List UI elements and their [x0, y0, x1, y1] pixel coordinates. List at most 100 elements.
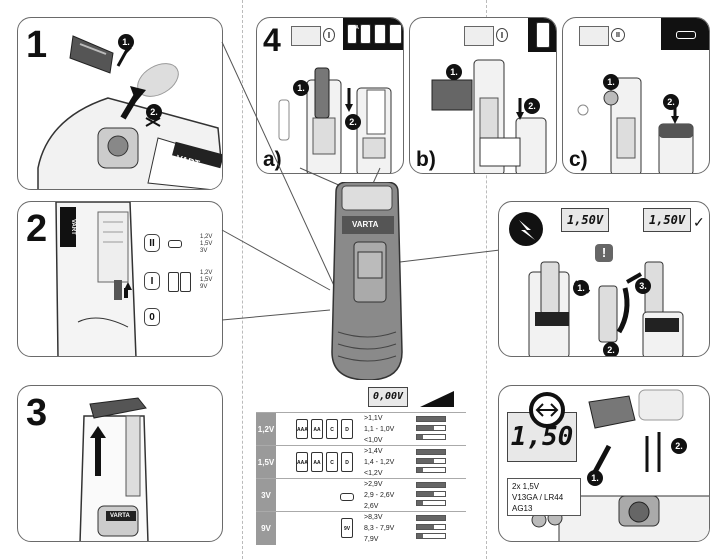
- charge-bar: [416, 434, 446, 440]
- switch-position-i: I: [323, 28, 335, 42]
- battery-icon: AA: [311, 419, 323, 439]
- cell-spec-box: 2x 1,5V V13GA / LR44 AG13: [507, 478, 581, 516]
- charge-bar: [416, 482, 446, 488]
- brand-label: VARTA: [110, 513, 130, 519]
- condition-text: >2,9V: [364, 481, 383, 488]
- switch-position-ii: II: [611, 28, 625, 42]
- guide-line: [242, 0, 243, 559]
- charge-bars: [416, 479, 456, 508]
- rotate-icon: [529, 392, 565, 428]
- step-marker: 2.: [524, 98, 540, 114]
- charge-bar: [416, 458, 446, 464]
- lcd-display: 1,50V: [643, 208, 691, 232]
- cell-type-box: AAA AA C D: [343, 18, 403, 50]
- step-marker: 2.: [345, 114, 361, 130]
- charge-bars: [416, 446, 456, 475]
- step-marker: 2.: [671, 438, 687, 454]
- step-number: 1: [26, 24, 48, 66]
- voltage-label: 1,5V: [256, 446, 276, 479]
- signal-bars-icon: [420, 391, 454, 407]
- condition-text: 2,9 - 2,6V: [364, 492, 395, 499]
- condition-text: 7,9V: [364, 536, 379, 543]
- brand-label: VART: [60, 207, 76, 247]
- battery-icon: AAA: [296, 452, 308, 472]
- charge-bar: [416, 416, 446, 422]
- step-marker: 2.: [146, 104, 162, 120]
- panel-measure: 1,50V 1,50V ✓ ! 1. 2. 3.: [498, 201, 710, 357]
- switch-mini-diagram: [579, 26, 609, 46]
- condition-text: <1,2V: [364, 470, 383, 477]
- step-number: 3: [26, 392, 48, 434]
- guide-line: [486, 0, 487, 559]
- panel-step-4a: 4 AAA AA C D I 1. 2. a): [256, 17, 404, 174]
- condition-text: >1,4V: [364, 448, 383, 455]
- battery-icon: AA: [311, 452, 323, 472]
- button-cell-icon: [676, 31, 696, 39]
- charge-bar: [416, 524, 446, 530]
- lcd-display: 0,00V: [368, 387, 408, 407]
- battery-icon: AAA: [347, 24, 359, 44]
- charge-bar: [416, 500, 446, 506]
- condition-text: >1,1V: [364, 415, 383, 422]
- battery-icon: C: [326, 419, 338, 439]
- voltage-label: 9V: [256, 512, 276, 545]
- step-marker: 1.: [587, 470, 603, 486]
- battery-icon: AA: [360, 24, 371, 44]
- sub-step-label: a): [263, 148, 282, 171]
- step-marker: 2.: [663, 94, 679, 110]
- insert-9v-illustration: [431, 59, 547, 173]
- tester-side-illustration: [55, 202, 137, 356]
- lcd-display: 1,50V: [561, 208, 609, 232]
- condition-text: 2,6V: [364, 503, 379, 510]
- step-marker: 1.: [573, 280, 589, 296]
- battery-icon: 9V: [341, 518, 353, 538]
- switch-position-i: I: [496, 28, 508, 42]
- charge-bar: [416, 467, 446, 473]
- charge-bars: [416, 512, 456, 541]
- cell-type-box: 9V: [528, 18, 556, 52]
- button-cell-illustration: [531, 389, 709, 541]
- switch-mini-diagram: [464, 26, 494, 46]
- battery-icon: C: [326, 452, 338, 472]
- step-marker: 3.: [635, 278, 651, 294]
- step-number: 2: [26, 208, 48, 250]
- switch-position-0: 0: [144, 308, 160, 326]
- step-marker: 1.: [293, 80, 309, 96]
- cell-type-box: [661, 18, 709, 50]
- step-marker: 1.: [118, 34, 134, 50]
- brand-label: VARTA: [352, 220, 379, 229]
- check-icon: ✓: [693, 214, 705, 230]
- sub-step-label: c): [569, 148, 588, 171]
- button-cell-icon: [340, 493, 354, 501]
- button-cell-icon: [168, 240, 182, 248]
- charge-bar: [416, 425, 446, 431]
- condition-list: >2,9V 2,9 - 2,6V 2,6V: [364, 479, 410, 512]
- switch-position-ii: II: [144, 234, 160, 252]
- sub-step-label: b): [416, 148, 436, 171]
- voltage-label: 1,2V: [256, 413, 276, 446]
- battery-icon: [180, 272, 191, 292]
- measure-illustration: [528, 261, 684, 356]
- switch-position-i: I: [144, 272, 160, 290]
- step-marker: 2.: [603, 342, 619, 356]
- voltage-label: 3V: [256, 479, 276, 512]
- battery-icon: D: [341, 452, 353, 472]
- table-row: 3V >2,9V 2,9 - 2,6V 2,6V: [256, 478, 466, 512]
- warning-icon: !: [595, 244, 613, 262]
- panel-step-1: 1 1. 2. VART: [17, 17, 223, 190]
- panel-step-4c: II 1. 2. c): [562, 17, 710, 174]
- step-marker: 1.: [603, 74, 619, 90]
- charge-bar: [416, 533, 446, 539]
- panel-step-4b: 9V I 1. 2. b): [409, 17, 557, 174]
- battery-icon: AAA: [296, 419, 308, 439]
- tester-open-illustration: [79, 397, 149, 541]
